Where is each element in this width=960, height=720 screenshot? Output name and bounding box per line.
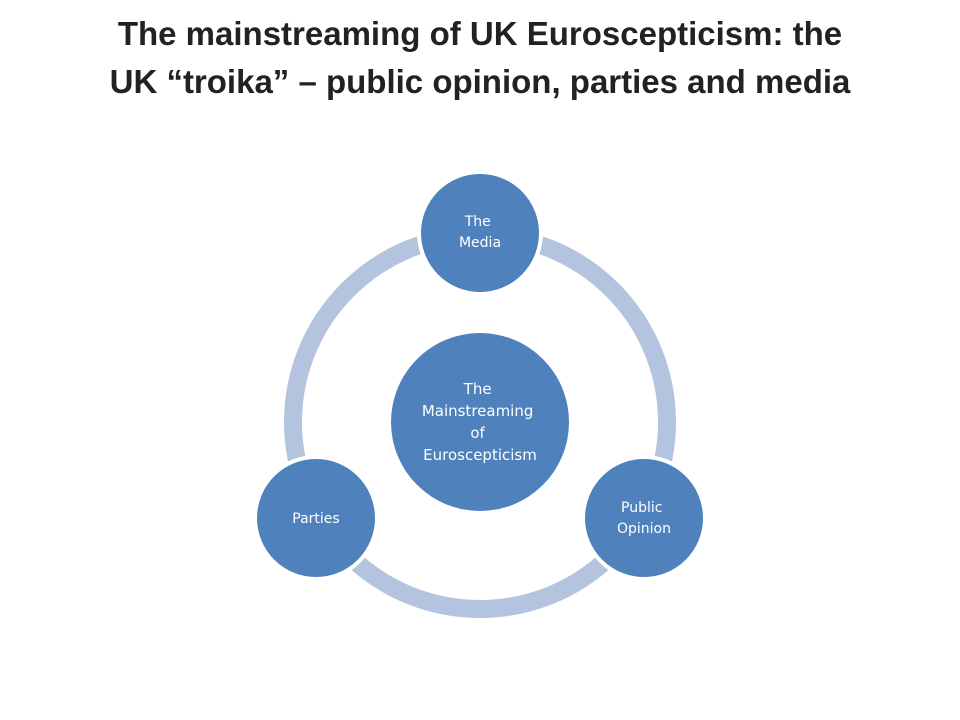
center-node-label: The Mainstreaming of Euroscepticism [422, 380, 538, 464]
center-node: The Mainstreaming of Euroscepticism [391, 333, 569, 511]
node-label-line: Public [621, 500, 662, 516]
node-label-line: Parties [292, 511, 339, 527]
title-line-1: The mainstreaming of UK Euroscepticism: … [117, 15, 843, 52]
center-label-line: Euroscepticism [423, 446, 537, 464]
title-line-2: UK “troika” – public opinion, parties an… [109, 63, 851, 100]
center-label-line: Mainstreaming [422, 402, 534, 420]
center-node-circle [391, 333, 569, 511]
node-public-opinion-circle [581, 455, 707, 581]
node-label-line: Opinion [617, 521, 671, 537]
slide-title: The mainstreaming of UK Euroscepticism: … [20, 10, 940, 106]
node-media: The Media [417, 170, 543, 296]
node-parties-label: Parties [292, 511, 339, 527]
node-label-line: The [464, 214, 491, 230]
node-media-circle [417, 170, 543, 296]
node-parties: Parties [253, 455, 379, 581]
node-label-line: Media [459, 235, 501, 251]
center-label-line: of [470, 424, 485, 442]
center-label-line: The [463, 380, 492, 398]
node-media-label: The Media [459, 214, 501, 251]
node-public-opinion: Public Opinion [581, 455, 707, 581]
node-parties-circle [253, 455, 379, 581]
node-public-opinion-label: Public Opinion [617, 500, 671, 537]
